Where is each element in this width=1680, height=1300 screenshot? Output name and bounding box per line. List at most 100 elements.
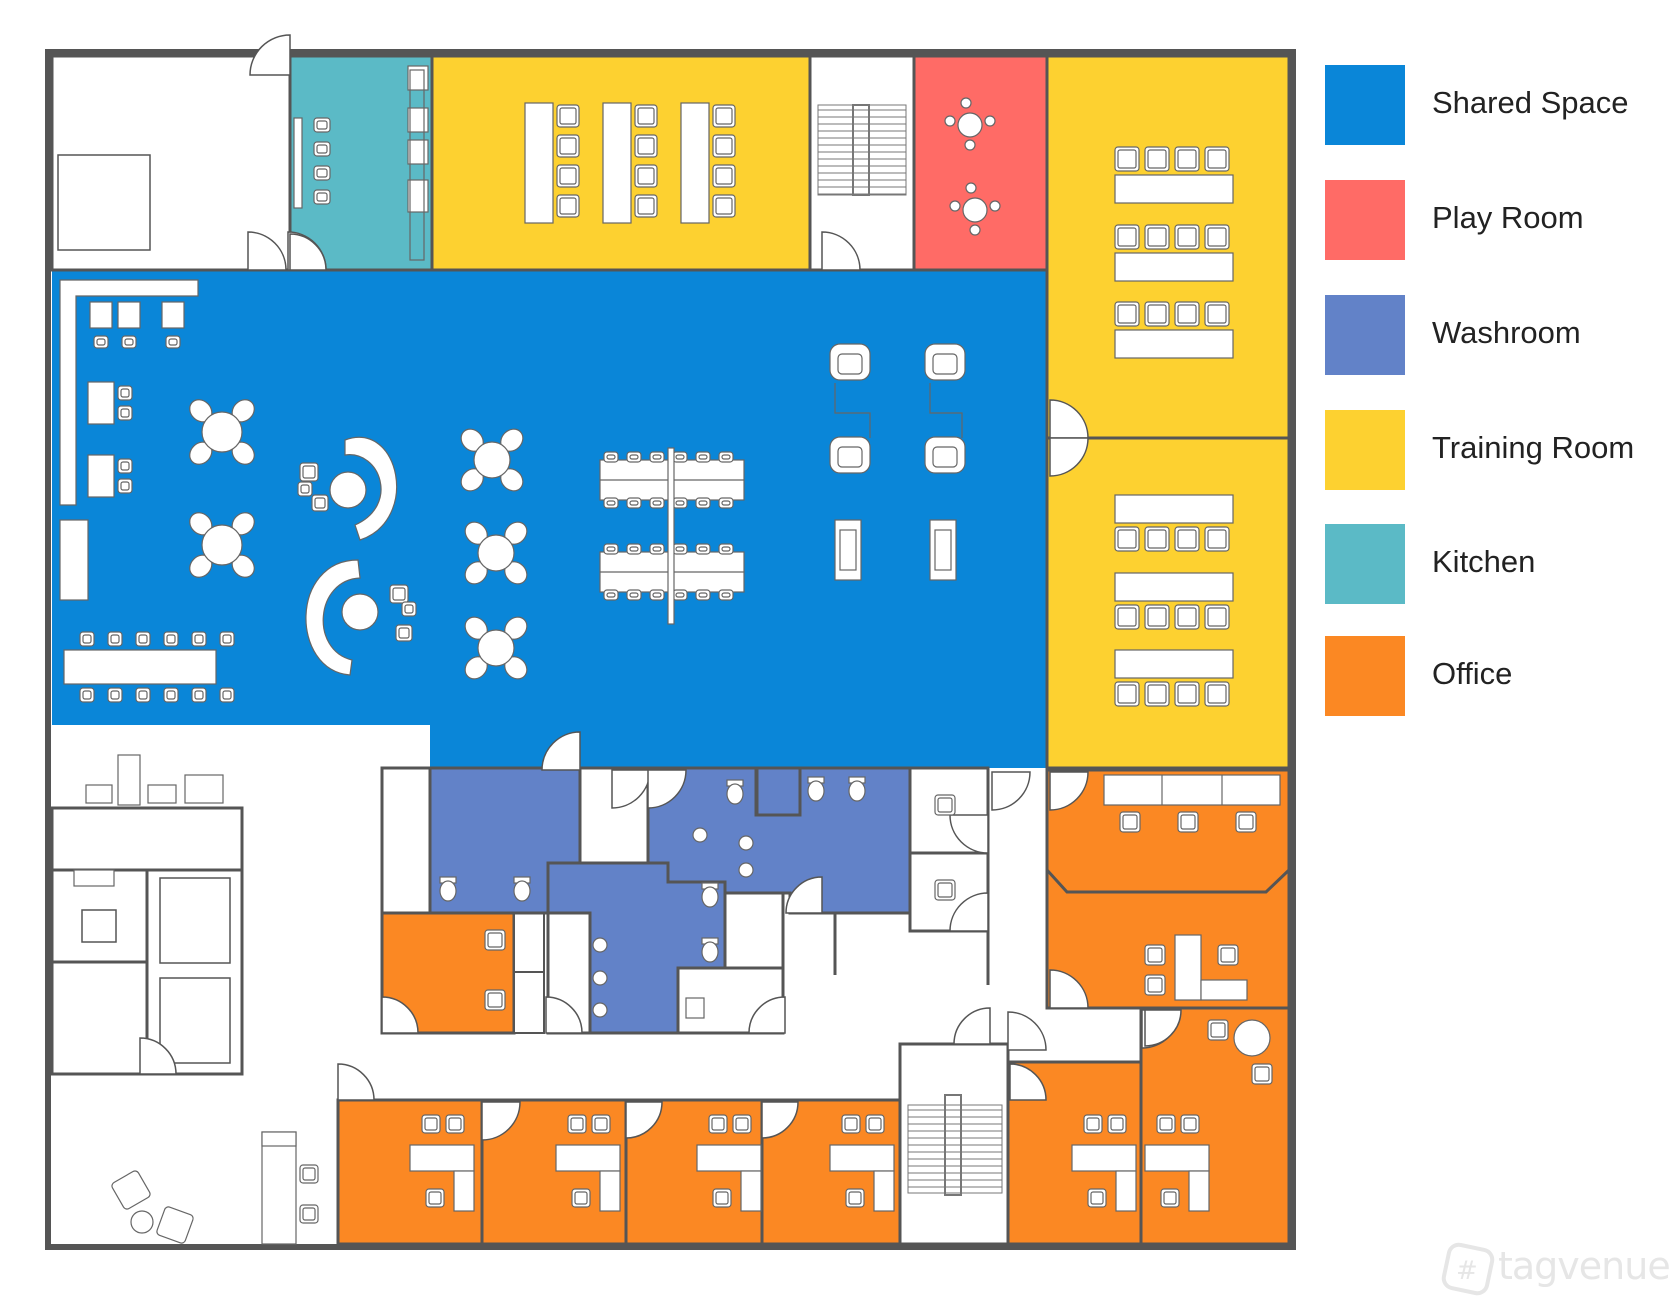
chair: [712, 1188, 732, 1208]
chair: [712, 164, 736, 188]
table: [1114, 329, 1234, 359]
chair: [634, 164, 658, 188]
chair: [163, 687, 179, 703]
chair: [556, 164, 580, 188]
chair: [1114, 681, 1140, 707]
chair: [1174, 526, 1200, 552]
chair: [1177, 811, 1199, 833]
tagvenue-logo-icon: #: [1441, 1242, 1495, 1296]
chair: [1087, 1188, 1107, 1208]
chair: [79, 687, 95, 703]
chair: [313, 189, 331, 205]
chair: [1114, 301, 1140, 327]
sink: [738, 835, 754, 851]
table: [1114, 252, 1234, 282]
doors: [139, 34, 1182, 1141]
toilet: [701, 882, 719, 908]
chair: [626, 451, 642, 463]
chair: [445, 1114, 465, 1134]
chair: [649, 589, 665, 601]
chair: [395, 624, 413, 642]
training-room-right-lower: [1045, 436, 1291, 770]
door: [949, 892, 989, 932]
chair: [591, 1114, 611, 1134]
staircase-bottom: [907, 1094, 1003, 1196]
table: [63, 649, 217, 685]
chair: [484, 989, 506, 1011]
legend-swatch-office: [1325, 636, 1405, 716]
chair: [1160, 1188, 1180, 1208]
chair: [299, 462, 319, 482]
chair: [1174, 604, 1200, 630]
door: [337, 1063, 375, 1101]
chair: [1144, 301, 1170, 327]
chair: [163, 631, 179, 647]
toilet: [701, 937, 719, 963]
chair: [117, 478, 133, 494]
table: [555, 1144, 621, 1172]
chair: [1119, 811, 1141, 833]
round-table: [473, 441, 511, 479]
chair: [1114, 604, 1140, 630]
chair: [556, 194, 580, 218]
door: [949, 814, 989, 854]
table: [409, 1144, 475, 1172]
door: [761, 1101, 799, 1139]
chair: [117, 385, 133, 401]
door: [953, 1007, 991, 1045]
chair: [107, 631, 123, 647]
chair: [649, 497, 665, 509]
chair: [389, 584, 409, 604]
chair: [1144, 974, 1166, 996]
legend-label-play: Play Room: [1432, 200, 1584, 235]
chair: [191, 687, 207, 703]
chair: [718, 497, 734, 509]
chair: [672, 543, 688, 555]
door: [625, 1101, 663, 1139]
chair: [556, 134, 580, 158]
legend-item-office: Office: [1325, 636, 1655, 718]
chair: [845, 1188, 865, 1208]
furniture: [59, 65, 1281, 1245]
chair: [1114, 526, 1140, 552]
chair: [718, 451, 734, 463]
table: [602, 102, 632, 224]
legend-label-shared: Shared Space: [1432, 85, 1629, 120]
chair: [117, 458, 133, 474]
chair: [299, 1164, 319, 1184]
chair: [712, 134, 736, 158]
legend-item-play: Play Room: [1325, 180, 1655, 262]
chair: [1207, 1019, 1229, 1041]
chair: [634, 134, 658, 158]
toilet: [513, 876, 531, 902]
chair: [219, 631, 235, 647]
table: [1103, 774, 1281, 806]
legend-item-washroom: Washroom: [1325, 295, 1655, 377]
chair: [1144, 681, 1170, 707]
chair: [121, 335, 137, 349]
chair: [117, 405, 133, 421]
chair: [865, 1114, 885, 1134]
round-table: [201, 411, 243, 453]
stair-room-bottom: [898, 1042, 1010, 1246]
legend-swatch-training: [1325, 410, 1405, 490]
toilet: [726, 779, 744, 805]
table: [59, 519, 89, 601]
chair: [556, 104, 580, 128]
chair: [79, 631, 95, 647]
chair: [626, 543, 642, 555]
chair: [191, 631, 207, 647]
chair: [571, 1188, 591, 1208]
door: [381, 996, 419, 1034]
sink: [692, 827, 708, 843]
door: [545, 996, 583, 1034]
chair: [165, 335, 181, 349]
chair: [1107, 1114, 1127, 1134]
table: [1200, 979, 1248, 1001]
table: [1114, 174, 1234, 204]
chair: [603, 543, 619, 555]
svg-text:#: #: [1456, 1256, 1478, 1286]
door: [1144, 1009, 1182, 1047]
chair: [718, 543, 734, 555]
chair: [626, 589, 642, 601]
